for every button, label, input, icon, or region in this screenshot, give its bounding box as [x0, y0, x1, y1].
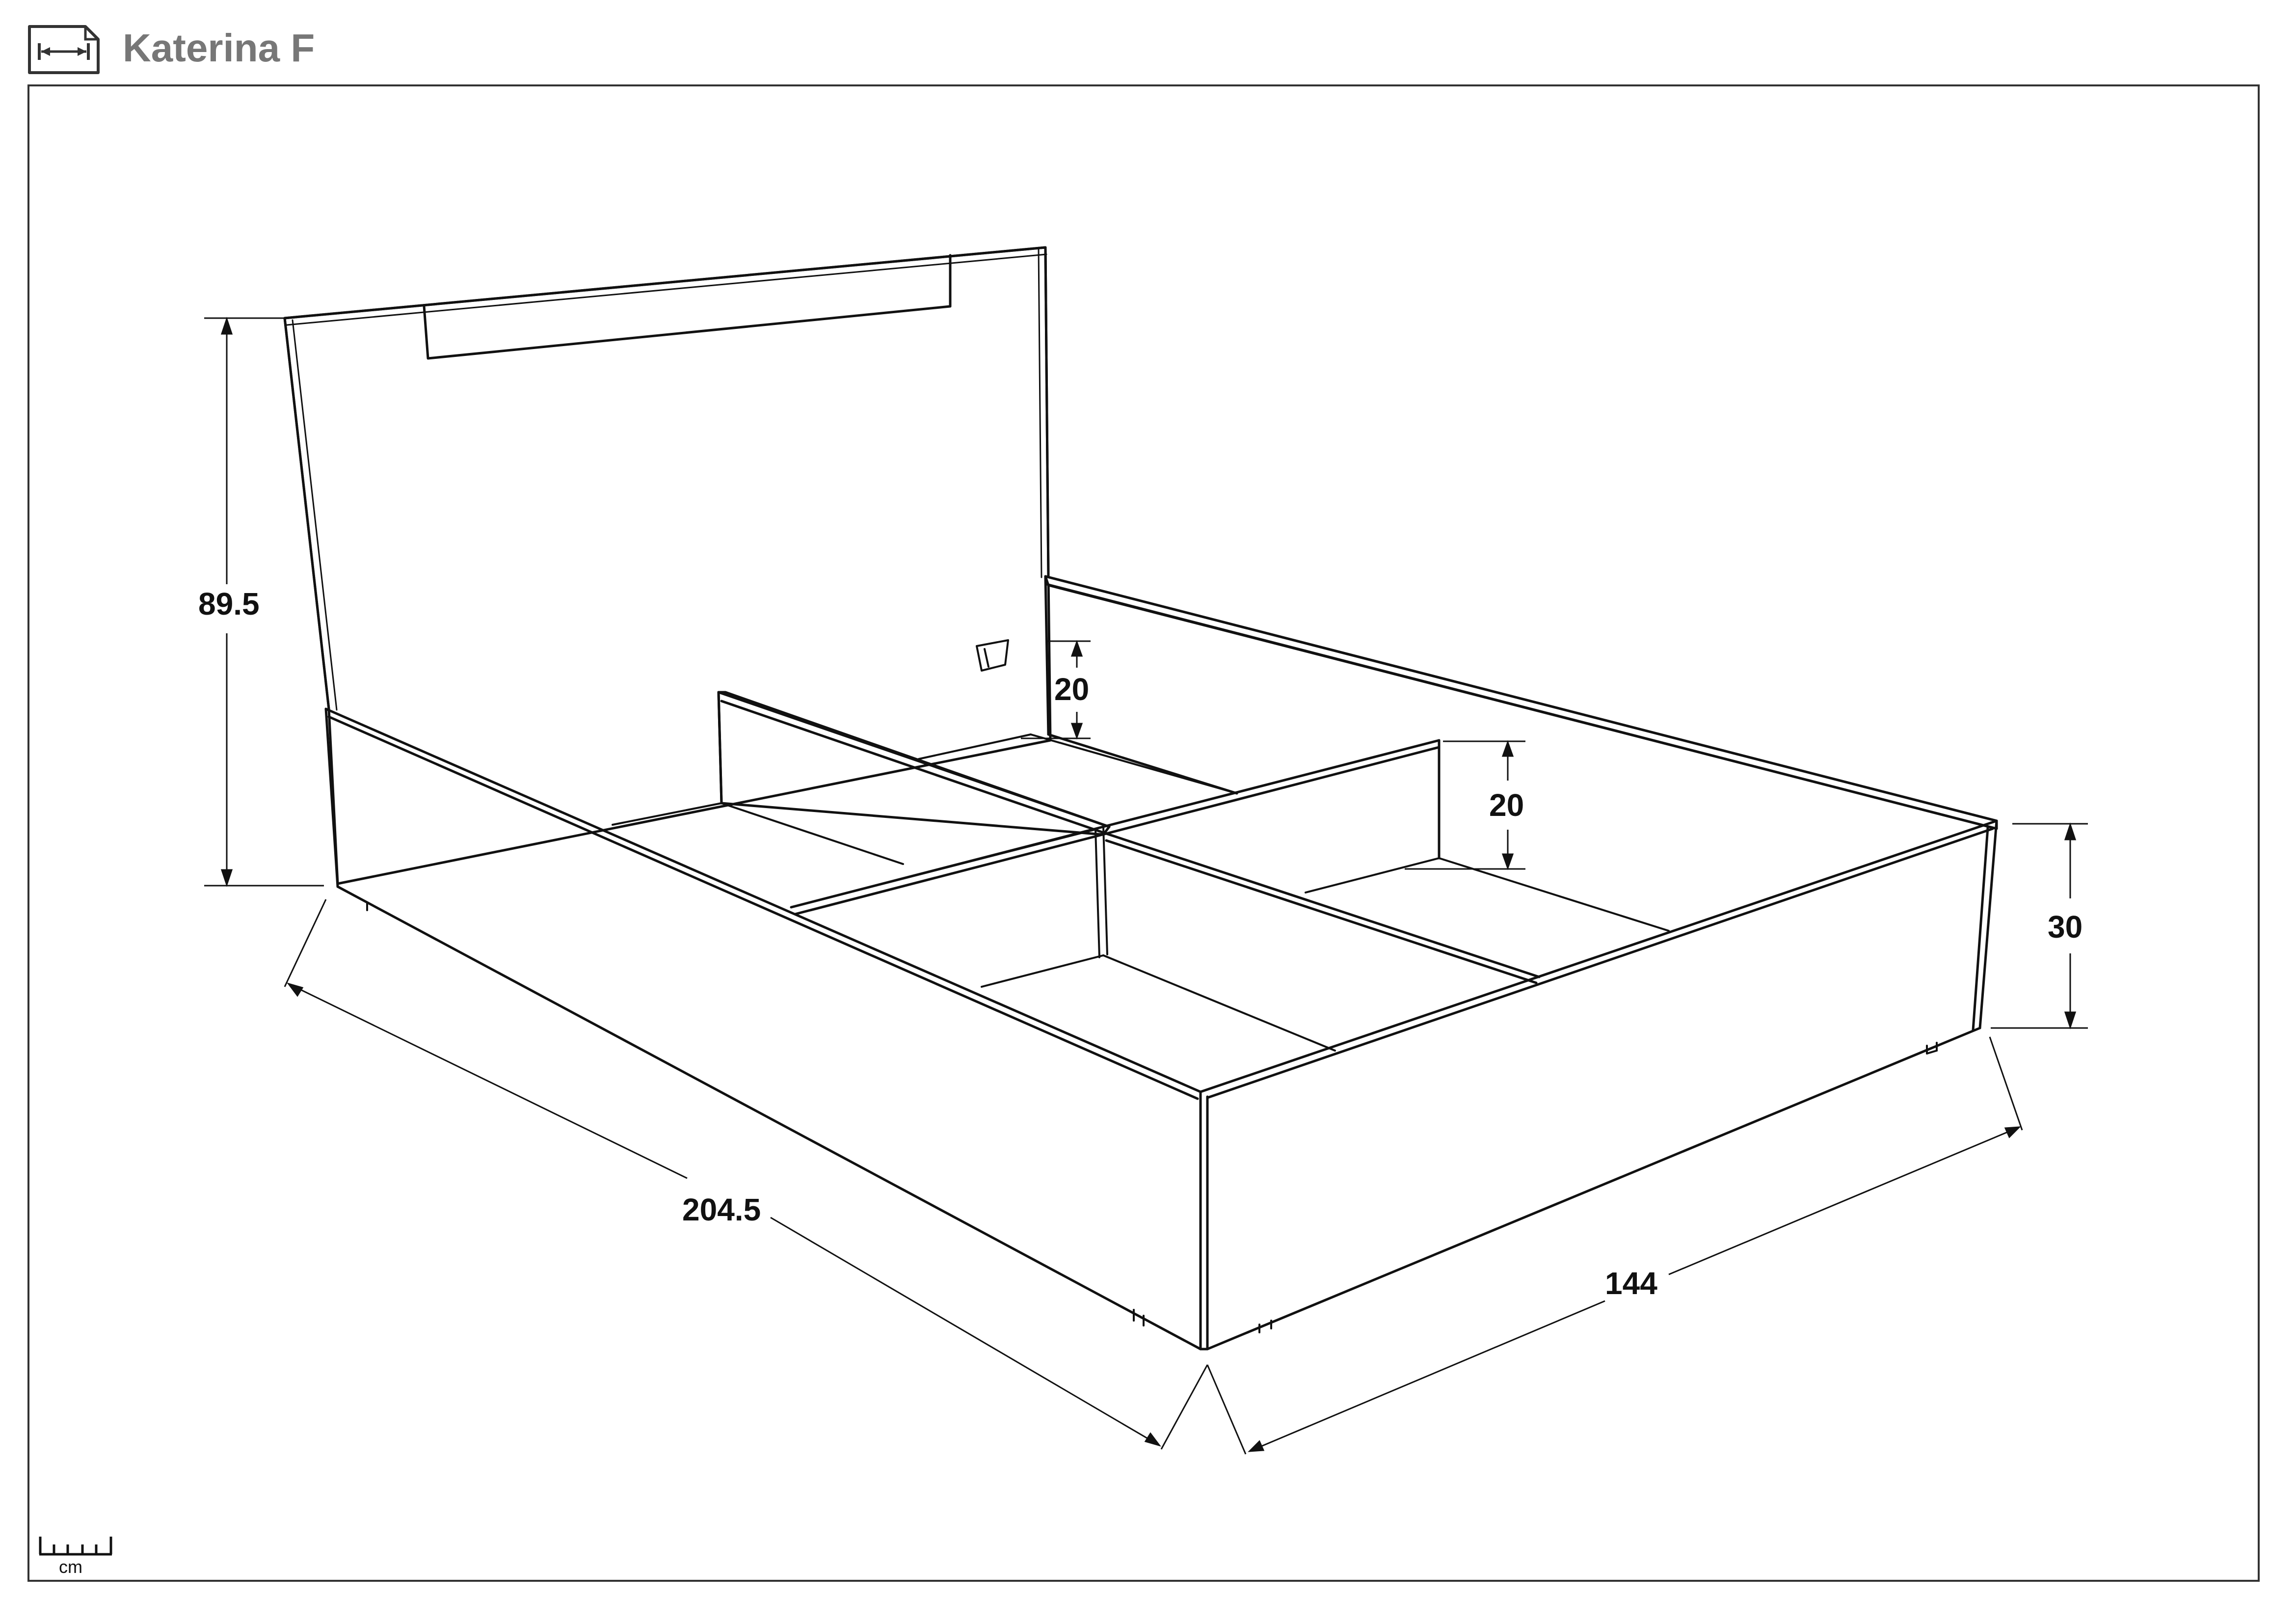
foot-rail — [1199, 819, 1998, 1351]
dimensions-icon — [28, 25, 100, 74]
back-rail-depth-label: 20 — [1054, 672, 1089, 707]
headboard-height-label: 89.5 — [198, 586, 260, 622]
headboard — [283, 246, 1052, 885]
frame-height-label: 30 — [2048, 909, 2082, 945]
length-label: 204.5 — [682, 1192, 761, 1227]
center-divider — [717, 691, 1111, 836]
scale-unit-label: cm — [59, 1557, 82, 1575]
document-title: Katerina F — [123, 26, 315, 70]
width-label: 144 — [1605, 1266, 1657, 1301]
middle-rail-depth-label: 20 — [1489, 787, 1524, 823]
middle-rail — [790, 739, 1541, 984]
feet — [366, 902, 1938, 1333]
ruler-icon: cm — [39, 1537, 112, 1575]
bracket — [976, 639, 1009, 672]
drawing-frame — [27, 84, 2260, 1582]
left-rail — [324, 707, 1209, 1351]
